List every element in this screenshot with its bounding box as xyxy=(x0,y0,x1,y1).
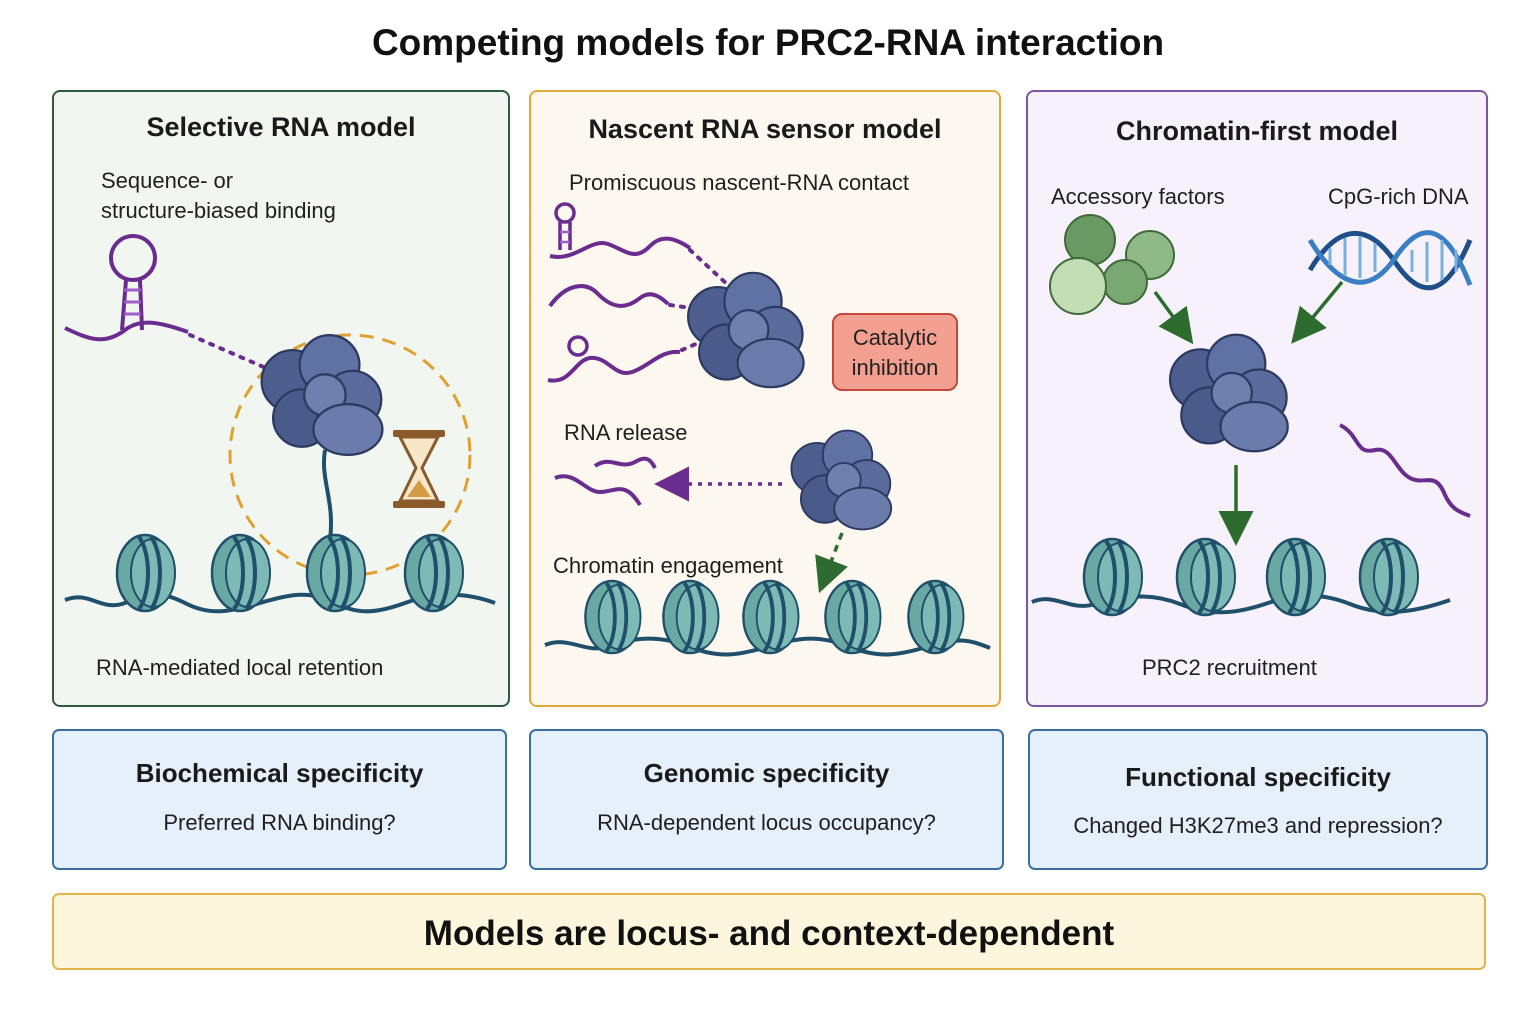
accessory-factors-icon xyxy=(1049,214,1175,315)
panel-title-nascent: Nascent RNA sensor model xyxy=(588,114,942,144)
binding-label-line1: Sequence- or xyxy=(101,168,234,193)
spec-question-biochemical: Preferred RNA binding? xyxy=(163,810,396,835)
spec-question-functional: Changed H3K27me3 and repression? xyxy=(1073,813,1443,838)
nucleosome-icon xyxy=(583,579,643,655)
panel-title-selective: Selective RNA model xyxy=(146,112,416,142)
nucleosome-icon xyxy=(1265,537,1327,617)
spec-title-genomic: Genomic specificity xyxy=(643,758,890,788)
dna-arrow xyxy=(1291,280,1344,344)
nascent-rna-icon xyxy=(547,202,692,383)
recruitment-label: PRC2 recruitment xyxy=(1142,655,1317,680)
catalytic-inhibition-box: Catalytic inhibition xyxy=(832,313,958,391)
prc2-complex-icon xyxy=(1168,333,1289,453)
accessory-factors-label: Accessory factors xyxy=(1051,184,1225,209)
retention-label: RNA-mediated local retention xyxy=(96,655,384,680)
release-label: RNA release xyxy=(564,420,688,445)
nucleosome-icon xyxy=(741,579,801,655)
panel-title-chromatin: Chromatin-first model xyxy=(1115,116,1398,146)
functional-specificity-box: Functional specificity Changed H3K27me3 … xyxy=(1028,729,1488,870)
dna-helix-icon xyxy=(1307,230,1473,291)
cpg-dna-label: CpG-rich DNA xyxy=(1328,184,1469,209)
chromatin-fiber-a xyxy=(64,592,496,614)
contact-label: Promiscuous nascent-RNA contact xyxy=(569,170,909,195)
nucleosome-icon xyxy=(1358,537,1420,617)
nucleosome-icon xyxy=(1175,537,1237,617)
engagement-label: Chromatin engagement xyxy=(553,553,783,578)
spec-title-biochemical: Biochemical specificity xyxy=(135,758,424,788)
genomic-specificity-box: Genomic specificity RNA-dependent locus … xyxy=(529,729,1004,870)
inhibition-line1: Catalytic xyxy=(852,325,938,350)
engagement-arrow xyxy=(815,532,848,594)
nucleosome-icon xyxy=(823,579,883,655)
nucleosome-icon xyxy=(906,579,966,655)
inhibition-line2: inhibition xyxy=(851,355,939,380)
prc2-complex-icon xyxy=(260,334,384,456)
page-title: Competing models for PRC2-RNA interactio… xyxy=(371,22,1165,63)
free-rna-icon xyxy=(1338,423,1471,518)
prc2-complex-icon xyxy=(686,271,805,389)
tether-line xyxy=(322,449,333,541)
binding-label-line2: structure-biased binding xyxy=(101,198,336,223)
nucleosome-icon xyxy=(115,533,177,613)
rna-hairpin-icon xyxy=(64,234,189,342)
nucleosome-icon xyxy=(1082,537,1144,617)
nucleosome-icon xyxy=(210,533,272,613)
spec-question-genomic: RNA-dependent locus occupancy? xyxy=(597,810,936,835)
binding-dotted-line xyxy=(188,333,277,374)
prc2-complex-icon xyxy=(790,429,893,531)
nucleosome-icon xyxy=(403,533,465,613)
nucleosome-icon xyxy=(661,579,721,655)
spec-title-functional: Functional specificity xyxy=(1125,762,1391,792)
biochemical-specificity-box: Biochemical specificity Preferred RNA bi… xyxy=(52,729,507,870)
factors-arrow xyxy=(1153,290,1194,345)
nucleosome-icon xyxy=(305,533,367,613)
conclusion-text: Models are locus- and context-dependent xyxy=(423,914,1115,953)
hourglass-icon xyxy=(393,430,445,508)
released-rna-icon xyxy=(554,456,657,507)
conclusion-banner: Models are locus- and context-dependent xyxy=(52,893,1486,970)
